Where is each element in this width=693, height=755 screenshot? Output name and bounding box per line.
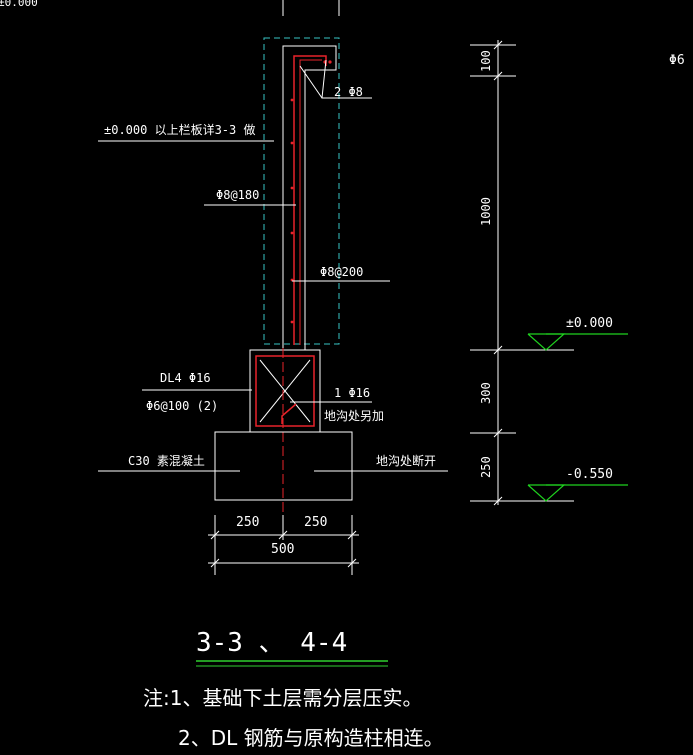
level-triangle-0 — [527, 333, 566, 351]
vertical-bar-label: Φ8@180 — [216, 188, 259, 202]
parapet-rebar-inner — [299, 59, 322, 345]
extra-bar-note: 地沟处另加 — [324, 409, 384, 423]
beam-stirrup-label: Φ6@100 (2) — [146, 399, 218, 413]
top-right-fragment: Φ6 — [669, 53, 685, 68]
horizontal-dimension-lines — [208, 515, 359, 575]
rebar-dots — [290, 60, 332, 324]
top-bar-label: 2 Φ8 — [334, 85, 363, 99]
horizontal-bar-label: Φ8@200 — [320, 265, 363, 279]
section-title: 3-3 、 4-4 — [196, 628, 347, 658]
dim-100: 100 — [479, 50, 493, 72]
extra-bar-label: 1 Φ16 — [334, 386, 370, 400]
note-line-1: 注:1、基础下土层需分层压实。 — [143, 686, 422, 710]
beam-name-label: DL4 Φ16 — [160, 371, 211, 385]
ground-beam-stirrup — [255, 355, 315, 427]
parapet-wall-outline — [282, 45, 337, 350]
dim-left-250: 250 — [236, 515, 259, 530]
top-left-fragment: ±0.000 — [0, 0, 38, 9]
note-line-2: 2、DL 钢筋与原构造柱相连。 — [178, 726, 444, 750]
vertical-dimension-lines — [470, 40, 516, 506]
dim-300: 300 — [479, 382, 493, 404]
level-label-1: -0.550 — [566, 467, 613, 482]
level-label-0: ±0.000 — [566, 316, 613, 331]
top-bar-leader-diagonal — [299, 65, 323, 99]
extra-bar-hook — [281, 403, 297, 424]
dim-250: 250 — [479, 456, 493, 478]
parapet-note-label: ±0.000 以上栏板详3-3 做 — [104, 122, 255, 137]
level-triangle-1 — [527, 484, 566, 502]
dim-total-500: 500 — [271, 542, 294, 557]
concrete-label: C30 素混凝土 — [128, 453, 205, 468]
dashed-formwork-outline — [263, 37, 340, 345]
dim-1000: 1000 — [479, 197, 493, 226]
dim-right-250: 250 — [304, 515, 327, 530]
footing-outline — [214, 431, 353, 501]
trench-note: 地沟处断开 — [376, 453, 436, 468]
parapet-rebar-outer — [293, 55, 327, 345]
beam-cross-line-2 — [259, 359, 311, 423]
